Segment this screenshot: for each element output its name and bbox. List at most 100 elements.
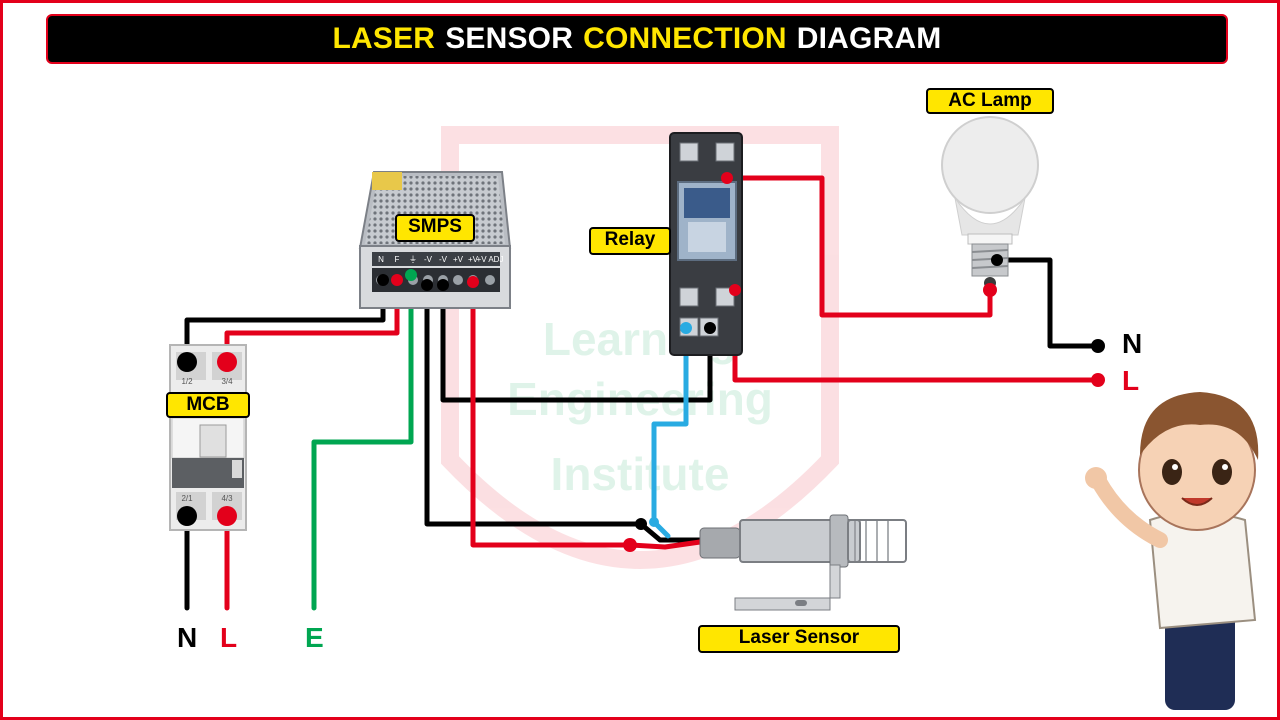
relay-screw-terminal [679,287,699,307]
smps-n-dot [377,274,389,286]
boy-left-eye [1162,459,1182,485]
mcb-unit: 1/2 3/4 2/1 4/3 [169,344,247,531]
title-word-diagram: DIAGRAM [796,22,942,55]
lamp-collar [967,233,1013,245]
wire-smps-neg-to-sensor [424,282,644,527]
mcb-terminal-label: 3/4 [221,377,233,386]
title-word-connection: CONNECTION [583,22,787,55]
smps-sticker [372,172,402,190]
cartoon-boy [1085,392,1259,710]
boy-trousers [1165,610,1235,710]
boy-mouth [1181,497,1213,506]
relay-com-dot [729,284,741,296]
mcb-tag: MCB [166,392,250,418]
wire-earth [311,277,414,611]
lamp-l-dot [983,283,997,297]
smps-neg-dot [437,279,449,291]
sensor-neg-dot [635,518,647,530]
supply-e-label: E [305,622,324,653]
relay-label-plate [684,188,730,218]
boy-hand [1085,467,1107,489]
smps-terminal-label: +V ADJ [477,255,504,264]
sensor-threaded-end [847,519,907,563]
mcb-l-in-dot [217,352,237,372]
smps-terminal-label: +V [468,255,479,264]
lamp-n-label: N [1122,328,1143,359]
relay-coil-neg-dot [704,322,716,334]
wire-sensor-out-to-relay [651,330,689,525]
wire-relay-to-lamp [724,175,993,318]
smps-terminal-label-strip [372,252,500,266]
lamp-thread [971,249,1009,253]
supply-l-label: L [220,622,238,653]
smps-neg-dot [421,279,433,291]
smps-terminal-label: -V [424,255,433,264]
lamp-n-dot [991,254,1003,266]
boy-eye-highlight [1172,464,1178,470]
sensor-cable-red [627,539,703,550]
mcb-toggle [199,424,227,458]
smps-earth-dot [405,269,417,281]
sensor-cable-gland [699,527,741,559]
laser-sensor [623,514,907,611]
lamp-bulb [941,116,1039,214]
smps-terminal-label: ⏚ [409,255,417,264]
title-banner: LASER SENSOR CONNECTION DIAGRAM [46,14,1228,64]
lamp-l-terminal-dot [1091,373,1105,387]
relay-coil-pos-dot [680,322,692,334]
sensor-cable-black [638,521,703,543]
boy-right-eye [1212,459,1232,485]
sensor-bracket-slot [795,600,807,606]
relay-no-dot [721,172,733,184]
smps-terminal-label: -V [439,255,448,264]
mcb-n-in-dot [177,352,197,372]
smps-screw [453,275,463,285]
sensor-pos-dot [623,538,637,552]
mcb-n-out-dot [177,506,197,526]
wire-smps-pos-to-sensor [470,279,633,548]
boy-arm [1090,472,1168,548]
ac-lamp [941,116,1039,297]
watermark-shield [441,126,839,569]
relay-screw-terminal [715,142,735,162]
ac-lamp-tag: AC Lamp [926,88,1054,114]
sensor-nut [829,514,849,568]
smps-terminal-label: F [395,255,400,264]
smps-l-dot [391,274,403,286]
wire-smps-neg-to-relay [440,282,713,403]
mcb-terminal-label: 4/3 [221,494,233,503]
watermark: Learning Engineering Institute [441,126,839,569]
relay-tag: Relay [589,227,671,255]
supply-n-label: N [177,622,198,653]
title-word-sensor: SENSOR [445,22,574,55]
boy-hair [1140,392,1259,460]
wire-lamp-to-neutral [992,257,1101,349]
lamp-l-label: L [1122,365,1140,396]
lamp-neck [954,197,1026,236]
mcb-terminal-label: 2/1 [181,494,193,503]
smps-terminal-label: N [378,255,384,264]
mcb-terminal-label: 1/2 [181,377,193,386]
sensor-out-dot [649,517,659,527]
boy-eye-highlight [1222,464,1228,470]
smps-pos-dot [467,276,479,288]
relay-screw-terminal [715,287,735,307]
relay-window [688,222,726,252]
watermark-line3: Institute [551,448,730,500]
mcb-l-out-dot [217,506,237,526]
lamp-n-terminal-dot [1091,339,1105,353]
relay-screw-terminal [679,142,699,162]
smps-tag: SMPS [395,214,475,242]
title-word-laser: LASER [332,22,436,55]
lamp-thread [971,265,1009,269]
smps-terminal-label: +V [453,255,464,264]
mcb-test-button [232,460,242,478]
smps-screw [485,275,495,285]
laser-sensor-tag: Laser Sensor [698,625,900,653]
wire-relay-to-line [732,289,1101,383]
sensor-bracket [734,564,841,611]
relay-unit [669,132,743,356]
